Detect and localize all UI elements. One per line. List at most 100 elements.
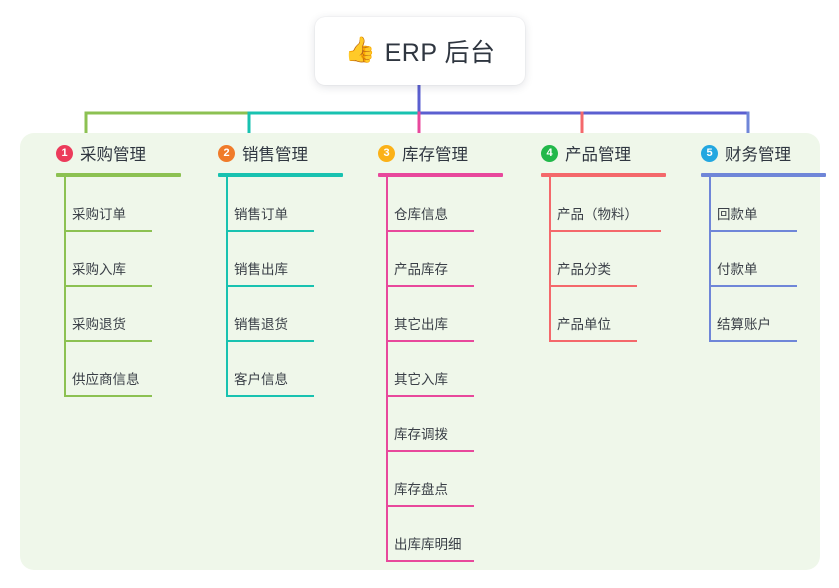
branch-item[interactable]: 库存盘点: [360, 452, 510, 507]
branch-item-underline: [386, 285, 474, 287]
branch-item[interactable]: 其它出库: [360, 287, 510, 342]
branch-item[interactable]: 出库库明细: [360, 507, 510, 562]
branch-spine-1: [64, 173, 66, 397]
branch-badge-4: 4: [541, 144, 558, 162]
branch-item-underline: [64, 340, 152, 342]
branch-item-underline: [386, 450, 474, 452]
branch-item-underline: [226, 340, 314, 342]
branch-header-3[interactable]: 3 库存管理: [360, 133, 510, 173]
root-node[interactable]: 👍 ERP 后台: [315, 17, 525, 85]
branch-column-4: 4 产品管理产品（物料） 产品分类产品单位: [523, 133, 673, 342]
branch-item[interactable]: 库存调拨: [360, 397, 510, 452]
branch-item[interactable]: 回款单: [683, 177, 833, 232]
branch-item-underline: [386, 395, 474, 397]
branch-badge-3: 3: [378, 144, 395, 162]
branch-item-label: 回款单: [717, 207, 758, 222]
branch-spine-3: [386, 173, 388, 562]
branch-header-2[interactable]: 2 销售管理: [200, 133, 350, 173]
branch-item-underline: [386, 230, 474, 232]
branch-item-underline: [226, 230, 314, 232]
branch-item[interactable]: 客户信息: [200, 342, 350, 397]
branch-item-list-2: 销售订单销售出库销售退货客户信息: [200, 177, 350, 397]
branch-item-label: 其它入库: [394, 372, 448, 387]
branch-item[interactable]: 产品（物料）: [523, 177, 673, 232]
branch-header-4[interactable]: 4 产品管理: [523, 133, 673, 173]
branch-underline-3: [378, 173, 503, 177]
branch-item-list-1: 采购订单采购入库采购退货供应商信息: [38, 177, 188, 397]
branch-item[interactable]: 采购订单: [38, 177, 188, 232]
branch-item-underline: [386, 340, 474, 342]
branch-item-label: 出库库明细: [394, 537, 462, 552]
branch-item[interactable]: 采购入库: [38, 232, 188, 287]
branch-title-4: 产品管理: [565, 146, 631, 164]
branch-underline-5: [701, 173, 826, 177]
branch-item-list-5: 回款单付款单结算账户: [683, 177, 833, 342]
branch-item-list-4: 产品（物料） 产品分类产品单位: [523, 177, 673, 342]
branch-underline-1: [56, 173, 181, 177]
branch-item-underline: [64, 395, 152, 397]
branch-item-label: 仓库信息: [394, 207, 448, 222]
branch-item-underline: [226, 395, 314, 397]
branch-badge-2: 2: [218, 144, 235, 162]
branch-badge-5: 5: [701, 144, 718, 162]
branch-item-label: 库存盘点: [394, 482, 448, 497]
branch-item-underline: [549, 230, 661, 232]
thumbs-up-icon: 👍: [344, 35, 376, 64]
branch-item-underline: [64, 230, 152, 232]
branch-item[interactable]: 销售订单: [200, 177, 350, 232]
branch-title-3: 库存管理: [402, 146, 468, 164]
branch-item[interactable]: 产品分类: [523, 232, 673, 287]
branch-item-underline: [386, 560, 474, 562]
branch-column-3: 3 库存管理仓库信息产品库存其它出库其它入库库存调拨库存盘点出库库明细: [360, 133, 510, 562]
branch-item[interactable]: 销售出库: [200, 232, 350, 287]
branch-header-1[interactable]: 1 采购管理: [38, 133, 188, 173]
branch-item-underline: [386, 505, 474, 507]
branch-item-label: 产品单位: [557, 317, 611, 332]
branch-item-underline: [709, 230, 797, 232]
branch-item-label: 采购入库: [72, 262, 126, 277]
branch-underline-2: [218, 173, 343, 177]
branch-item-label: 供应商信息: [72, 372, 140, 387]
branch-item-label: 客户信息: [234, 372, 288, 387]
branch-item[interactable]: 结算账户: [683, 287, 833, 342]
branch-item-underline: [709, 340, 797, 342]
branch-item-label: 产品库存: [394, 262, 448, 277]
branch-title-2: 销售管理: [242, 146, 308, 164]
branch-item-underline: [64, 285, 152, 287]
branch-item-label: 其它出库: [394, 317, 448, 332]
branch-item-label: 采购订单: [72, 207, 126, 222]
branch-item-label: 销售订单: [234, 207, 288, 222]
branch-item-underline: [709, 285, 797, 287]
branch-item[interactable]: 供应商信息: [38, 342, 188, 397]
branch-item-list-3: 仓库信息产品库存其它出库其它入库库存调拨库存盘点出库库明细: [360, 177, 510, 562]
branch-item-underline: [549, 340, 637, 342]
branch-item[interactable]: 销售退货: [200, 287, 350, 342]
branch-item-label: 付款单: [717, 262, 758, 277]
branch-spine-5: [709, 173, 711, 342]
branch-item-underline: [226, 285, 314, 287]
branch-item[interactable]: 产品单位: [523, 287, 673, 342]
root-node-label: ERP 后台: [384, 39, 496, 67]
branch-item-label: 结算账户: [717, 317, 771, 332]
branch-spine-2: [226, 173, 228, 397]
branch-item[interactable]: 其它入库: [360, 342, 510, 397]
branch-item-label: 采购退货: [72, 317, 126, 332]
branch-item-label: 产品（物料）: [557, 207, 638, 222]
branch-item[interactable]: 采购退货: [38, 287, 188, 342]
branch-badge-1: 1: [56, 144, 73, 162]
branch-columns: 1 采购管理采购订单采购入库采购退货供应商信息 2 销售管理销售订单销售出库销售退货客…: [20, 133, 826, 570]
branch-item[interactable]: 仓库信息: [360, 177, 510, 232]
branch-column-1: 1 采购管理采购订单采购入库采购退货供应商信息: [38, 133, 188, 397]
diagram-panel: [20, 133, 820, 570]
branch-spine-4: [549, 173, 551, 342]
branch-item[interactable]: 付款单: [683, 232, 833, 287]
branch-title-1: 采购管理: [80, 146, 146, 164]
root-node-content: 👍 ERP 后台: [344, 33, 495, 69]
branch-underline-4: [541, 173, 666, 177]
branch-item-label: 产品分类: [557, 262, 611, 277]
branch-item-underline: [549, 285, 637, 287]
branch-item[interactable]: 产品库存: [360, 232, 510, 287]
